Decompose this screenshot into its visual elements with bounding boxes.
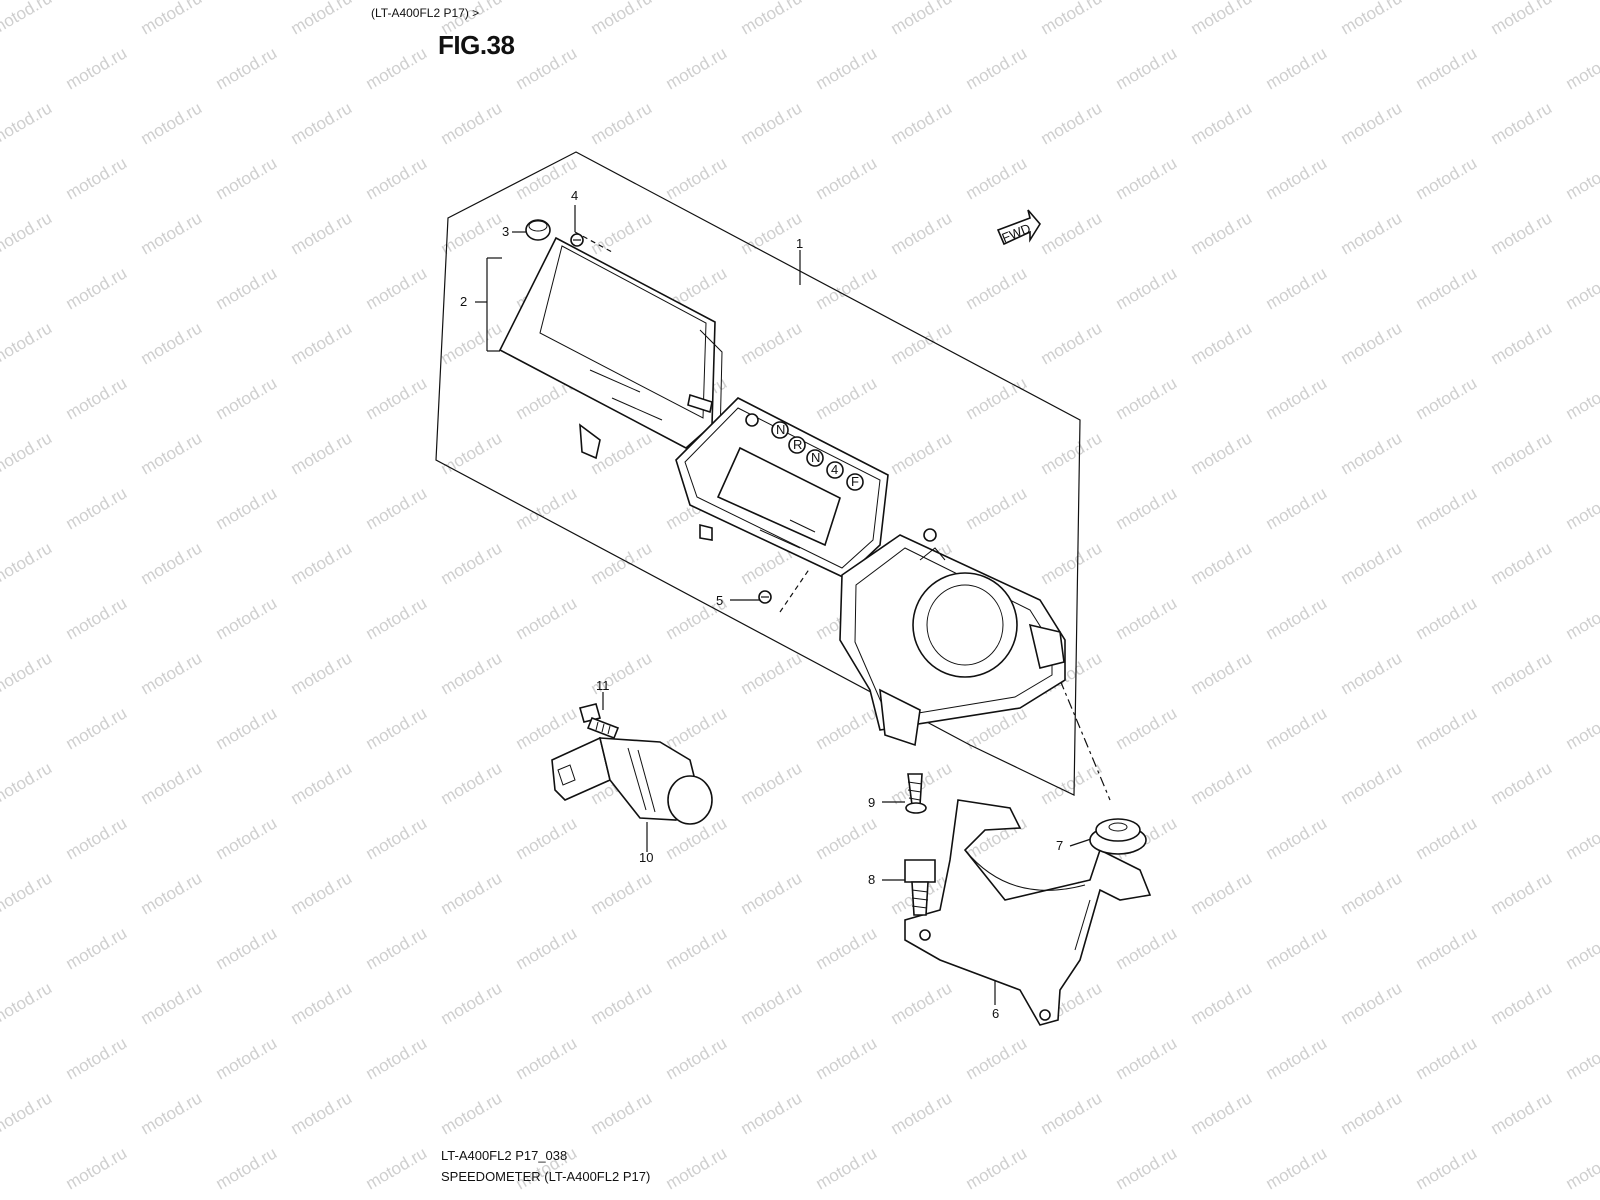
rubber-mount-part: [1089, 818, 1147, 855]
speed-sensor-part: [551, 736, 713, 825]
grommet-part: [525, 219, 551, 241]
diagram-caption: SPEEDOMETER (LT-A400FL2 P17): [441, 1169, 651, 1184]
bolt-part-11: [579, 703, 620, 740]
screw-part-4: [570, 233, 584, 247]
indicator-lamp-r: R: [793, 437, 802, 452]
callout-7: 7: [1056, 838, 1063, 853]
fwd-label: FWD: [1000, 220, 1033, 245]
meter-cover-part: [498, 236, 723, 460]
leader-lines: [475, 205, 1111, 1005]
callout-2: 2: [460, 294, 467, 309]
meter-case-part: [839, 528, 1066, 747]
figure-title: FIG.38: [438, 30, 515, 60]
callout-1: 1: [796, 236, 803, 251]
indicator-lamp-n: N: [776, 422, 785, 437]
callout-10: 10: [639, 850, 653, 865]
fwd-direction-badge: FWD: [996, 209, 1041, 245]
indicator-lamp-f: F: [851, 474, 859, 489]
callout-11: 11: [596, 678, 610, 693]
meter-panel-part: N R N 4 F: [675, 397, 889, 579]
callout-3: 3: [502, 224, 509, 239]
indicator-lamp-4: 4: [831, 462, 838, 477]
indicator-lamp-n2: N: [811, 450, 820, 465]
callout-9: 9: [868, 795, 875, 810]
callout-8: 8: [868, 872, 875, 887]
bracket-part: [904, 799, 1152, 1026]
screw-part-5: [758, 590, 772, 604]
callout-4: 4: [571, 188, 578, 203]
bolt-part-8: [904, 859, 936, 916]
callout-5: 5: [716, 593, 723, 608]
screw-part-9: [905, 773, 927, 814]
assembly-outline: [435, 151, 1081, 796]
model-reference: (LT-A400FL2 P17) >: [371, 6, 480, 20]
callout-labels: 1 2 3 4 5 6 7 8 9 10 11: [460, 188, 1063, 1021]
diagram-code: LT-A400FL2 P17_038: [441, 1148, 568, 1163]
callout-6: 6: [992, 1006, 999, 1021]
